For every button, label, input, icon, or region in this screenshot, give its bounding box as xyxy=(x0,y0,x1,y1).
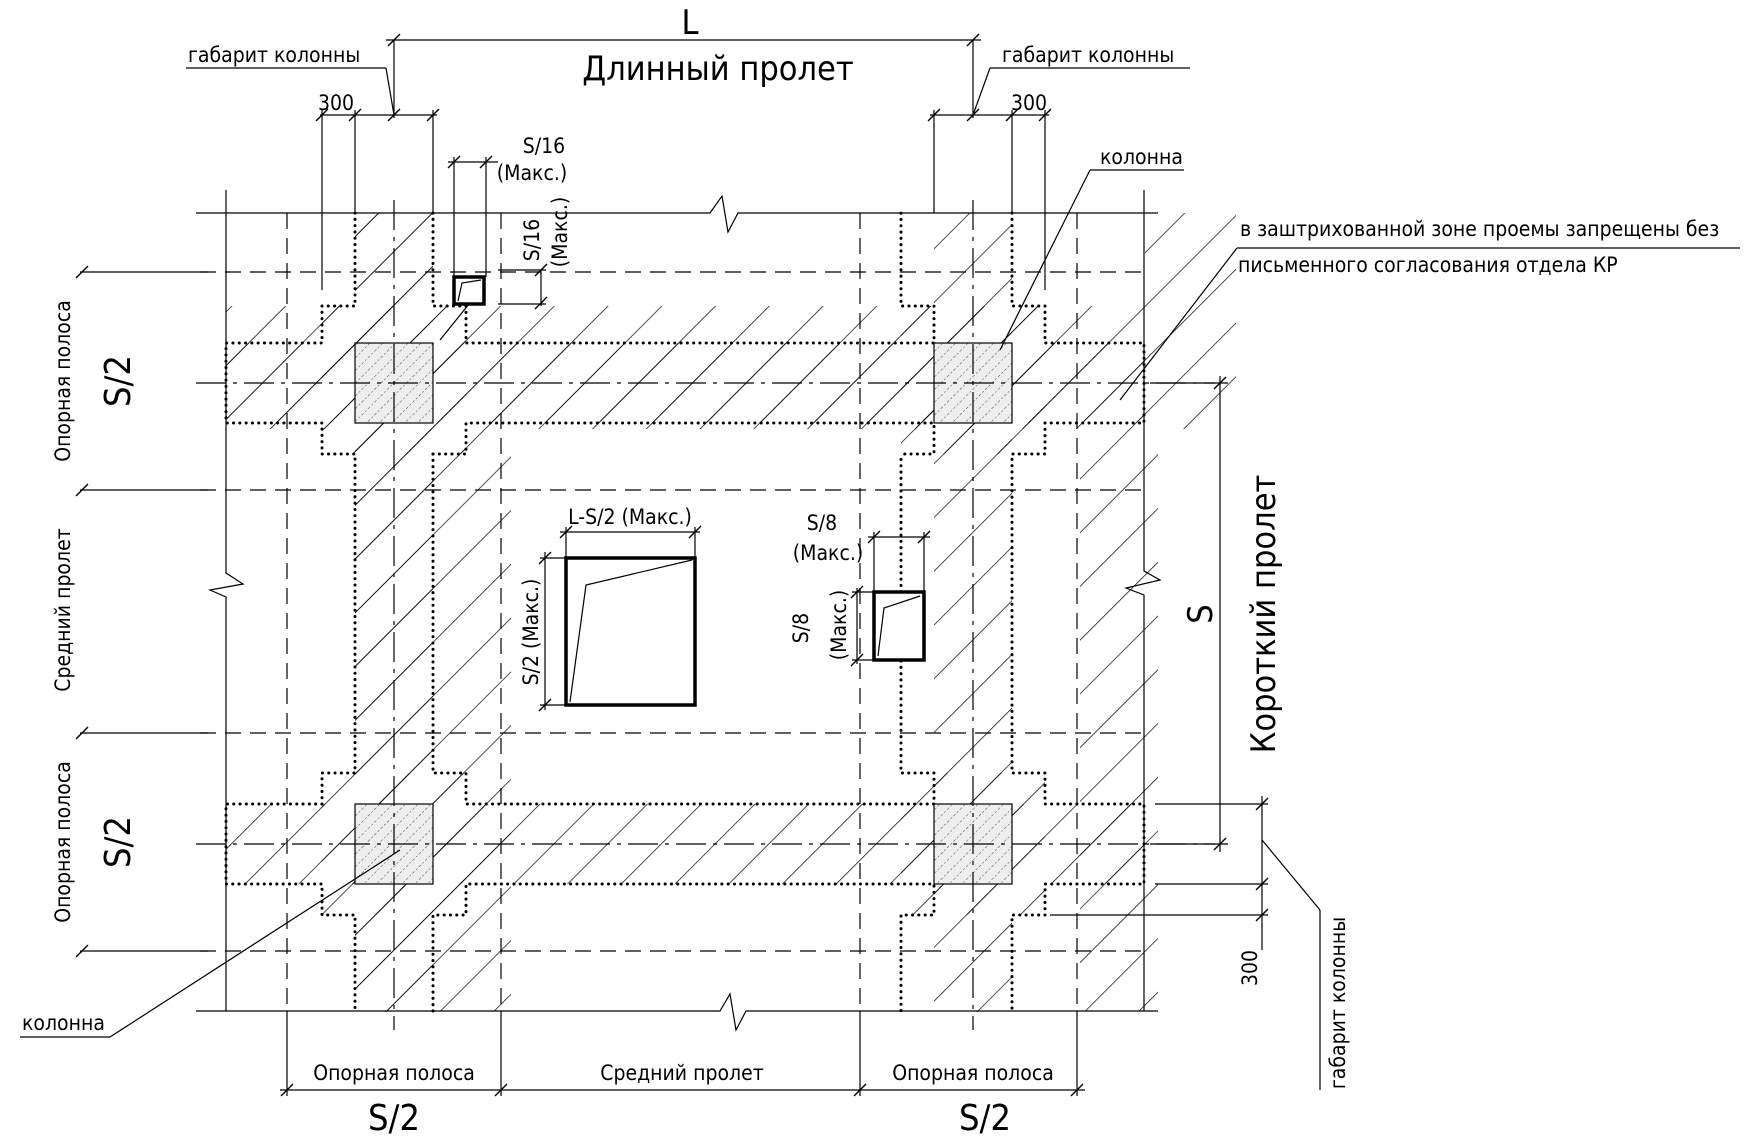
label-column-envelope-bottom-right: габарит колонны xyxy=(1326,917,1350,1089)
label-s16-horizontal: S/16 xyxy=(523,134,565,158)
label-hatch-note-line2: письменного согласования отдела КР xyxy=(1238,253,1618,277)
label-half-s-bottom-right: S/2 xyxy=(959,1098,1011,1139)
slab-outline xyxy=(196,190,1162,1032)
labels: L Длинный пролет габарит колонны габарит… xyxy=(22,3,1719,1139)
openings xyxy=(452,275,926,707)
label-300-right: 300 xyxy=(1238,950,1262,986)
label-s16-max-horizontal: (Макс.) xyxy=(497,161,567,185)
label-s16-max-vertical: (Макс.) xyxy=(548,197,572,267)
leader-lines xyxy=(20,67,1740,1090)
grid-lines xyxy=(196,200,1215,1030)
label-column-bottom-left: колонна xyxy=(22,1011,105,1035)
label-half-s-left-bottom: S/2 xyxy=(98,816,139,868)
label-half-s-bottom-left: S/2 xyxy=(368,1098,420,1139)
hatched-zone-outline xyxy=(224,211,1146,1013)
dimension-lines xyxy=(75,33,1269,1097)
label-s8-max-horizontal: (Макс.) xyxy=(793,541,863,565)
label-s8-vertical: S/8 xyxy=(789,613,813,643)
label-half-s-left-top: S/2 xyxy=(98,355,139,407)
label-middle-span-left: Средний пролет xyxy=(51,528,75,691)
label-support-strip-left-top: Опорная полоса xyxy=(51,300,75,462)
label-support-strip-bottom-right: Опорная полоса xyxy=(892,1061,1054,1085)
label-s8-horizontal: S/8 xyxy=(807,511,837,535)
label-column-top-right: колонна xyxy=(1100,145,1183,169)
label-l-minus-s2-max: L-S/2 (Макс.) xyxy=(568,505,692,529)
label-s2-max-vertical: S/2 (Макс.) xyxy=(519,579,543,686)
label-column-envelope-top-left: габарит колонны xyxy=(188,43,360,67)
label-column-envelope-top-right: габарит колонны xyxy=(1002,43,1174,67)
label-s8-max-vertical: (Макс.) xyxy=(827,590,851,660)
label-long-span: Длинный пролет xyxy=(582,49,853,89)
label-s16-vertical: S/16 xyxy=(520,219,544,261)
label-L: L xyxy=(681,3,698,43)
label-S: S xyxy=(1181,604,1221,623)
label-support-strip-left-bottom: Опорная полоса xyxy=(51,761,75,923)
label-300-top-right: 300 xyxy=(1011,91,1047,115)
label-hatch-note-line1: в заштрихованной зоне проемы запрещены б… xyxy=(1240,217,1719,241)
label-300-top-left: 300 xyxy=(318,91,354,115)
label-short-span: Короткий пролет xyxy=(1244,475,1284,754)
label-support-strip-bottom-left: Опорная полоса xyxy=(313,1061,475,1085)
hatched-zone xyxy=(226,213,1236,1012)
opening-large-center xyxy=(564,556,697,707)
label-middle-span-bottom: Средний пролет xyxy=(600,1061,763,1085)
